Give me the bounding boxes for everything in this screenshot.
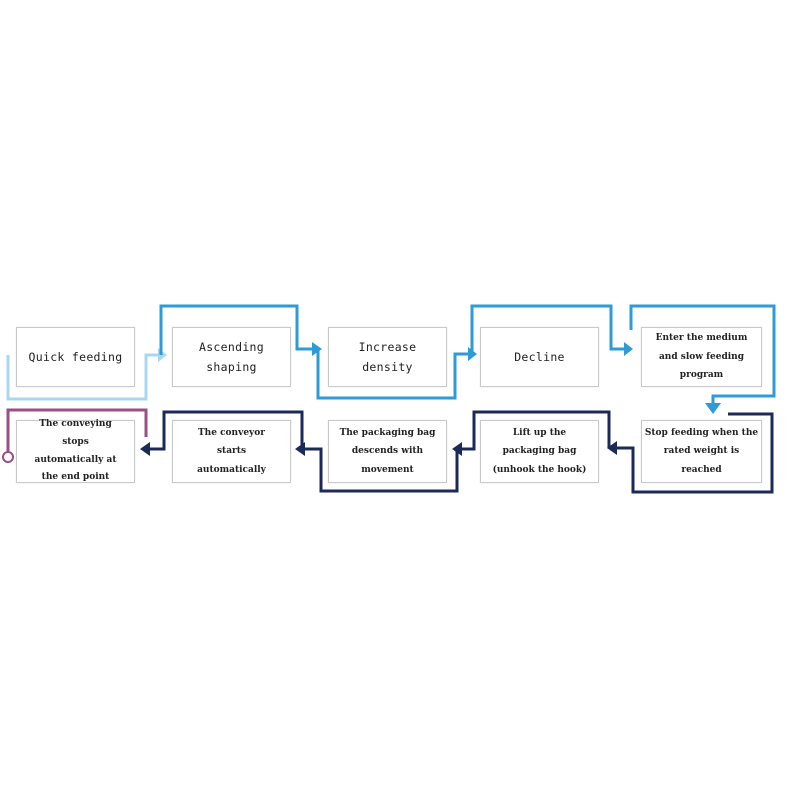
- step-lift-bag: Lift up the packaging bag (unhook the ho…: [480, 420, 599, 483]
- step-label: The packaging bag descends with movement: [339, 427, 436, 475]
- step-ascending-shaping: Ascending shaping: [172, 327, 291, 387]
- step-label: Decline: [514, 349, 565, 364]
- connector-7: [462, 410, 611, 451]
- step-label: The conveying stops automatically at the…: [34, 419, 117, 483]
- arrow-head-4: [624, 342, 633, 356]
- connector-9: [150, 410, 304, 451]
- arrow-head-6: [607, 441, 617, 455]
- step-conveying-stops: The conveying stops automatically at the…: [16, 419, 135, 483]
- connector-end: [6, 408, 148, 452]
- step-conveyor-starts: The conveyor starts automatically: [172, 420, 291, 483]
- connector-4: [470, 304, 625, 354]
- step-label: The conveyor starts automatically: [197, 427, 266, 475]
- step-label: Increase density: [358, 339, 417, 374]
- connector-start: [6, 353, 158, 401]
- connector-2: [159, 304, 312, 355]
- step-medium-slow-feeding: Enter the medium and slow feeding progra…: [641, 327, 762, 387]
- step-label: Lift up the packaging bag (unhook the ho…: [492, 427, 587, 475]
- connector-8: [305, 447, 459, 493]
- arrow-head-2: [312, 342, 322, 356]
- step-label: Stop feeding when the rated weight is re…: [644, 427, 759, 475]
- arrow-head-5: [705, 403, 721, 414]
- step-label: Ascending shaping: [198, 339, 264, 374]
- connector-5: [629, 304, 776, 404]
- step-label: Enter the medium and slow feeding progra…: [655, 333, 748, 381]
- step-quick-feeding: Quick feeding: [16, 327, 135, 387]
- arrow-head-9: [140, 442, 150, 456]
- step-bag-descends: The packaging bag descends with movement: [328, 420, 447, 483]
- step-label: Quick feeding: [28, 349, 123, 364]
- step-increase-density: Increase density: [328, 327, 447, 387]
- step-stop-feeding: Stop feeding when the rated weight is re…: [641, 420, 762, 483]
- end-point-marker: [2, 451, 14, 463]
- step-decline: Decline: [480, 327, 599, 387]
- connector-3: [316, 350, 468, 400]
- connector-6: [617, 412, 774, 494]
